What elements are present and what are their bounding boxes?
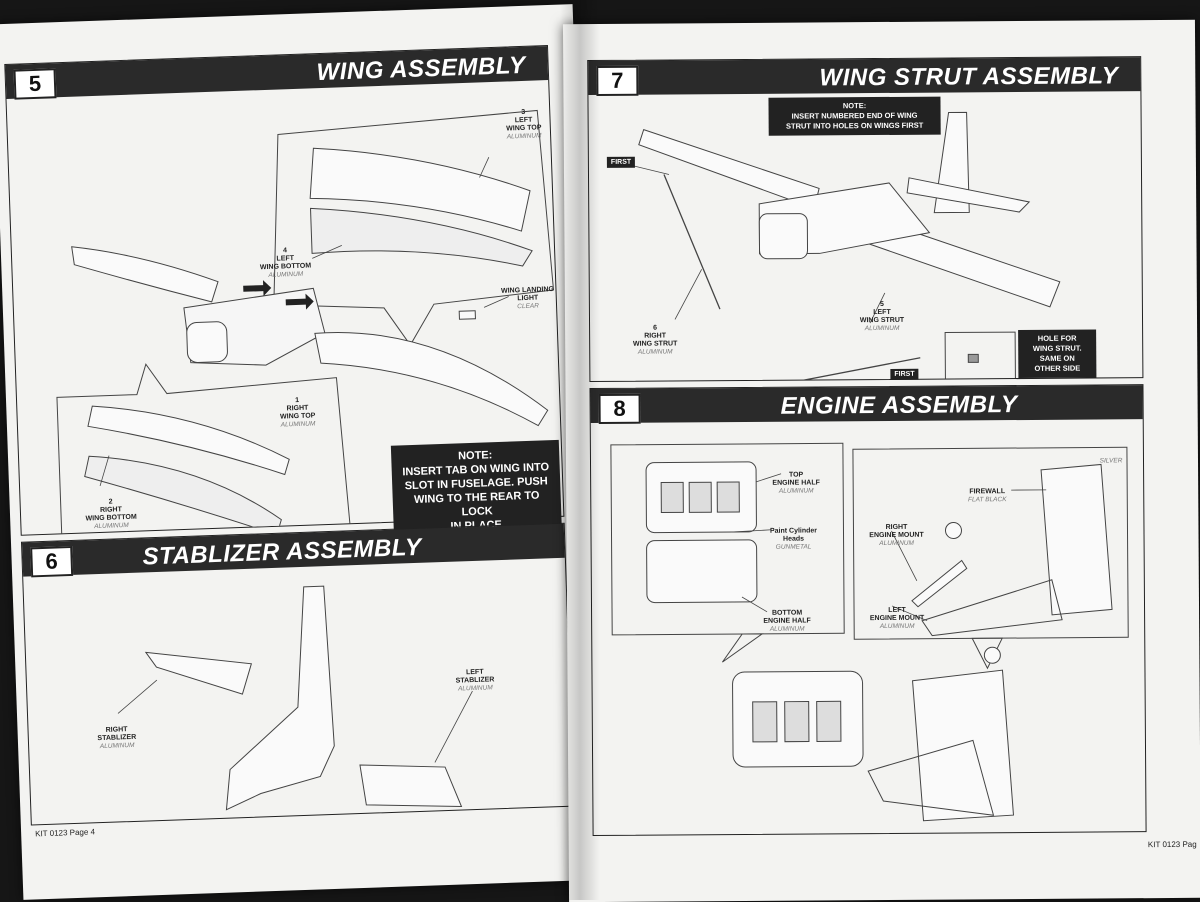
label-name: 6 RIGHT WING STRUT — [633, 325, 677, 348]
step-number: 5 — [13, 68, 56, 99]
label-name: 2 RIGHT WING BOTTOM — [85, 499, 136, 523]
section-stablizer-assembly: 6 STABLIZER ASSEMBLY RIGHT STAB — [21, 523, 575, 826]
label-material: ALUMINUM — [251, 270, 321, 280]
label-material: ALUMINUM — [862, 623, 932, 631]
label-name: RIGHT STABLIZER — [97, 726, 136, 742]
label-right-stablizer: RIGHT STABLIZER ALUMINUM — [86, 717, 147, 759]
label-name: 4 LEFT WING BOTTOM — [260, 247, 311, 271]
label-material: ALUMINUM — [445, 684, 505, 694]
page-footer: KIT 0123 Page 4 — [35, 827, 95, 838]
hole-note: HOLE FOR WING STRUT. SAME ON OTHER SIDE — [1018, 330, 1096, 379]
step-number: 7 — [596, 66, 638, 96]
note-insert-strut: NOTE: INSERT NUMBERED END OF WING STRUT … — [768, 97, 940, 136]
label-material: SILVER — [1091, 457, 1131, 465]
label-name: 5 LEFT WING STRUT — [860, 301, 904, 324]
wing-assembly-illustration: 3 LEFT WING TOP ALUMINUM 4 LEFT WING BOT… — [7, 80, 564, 535]
label-name: FIREWALL — [969, 488, 1005, 495]
section-wing-strut-assembly: 7 WING STRUT ASSEMBLY — [587, 56, 1143, 382]
label-silver: SILVER — [1091, 449, 1131, 473]
label-top-engine-half: TOP ENGINE HALF ALUMINUM — [766, 463, 826, 503]
page-footer: KIT 0123 Pag — [1148, 840, 1197, 849]
label-paint-cylinder-heads: Paint Cylinder Heads GUNMETAL — [761, 519, 825, 559]
right-page: 7 WING STRUT ASSEMBLY — [563, 20, 1200, 902]
label-material: ALUMINUM — [766, 487, 826, 495]
section-wing-assembly: 5 WING ASSEMBLY — [4, 45, 564, 536]
label-name: TOP ENGINE HALF — [772, 472, 820, 487]
label-name: WING LANDING LIGHT — [501, 286, 554, 302]
label-material: GUNMETAL — [762, 543, 826, 551]
label-left-wing-strut: 5 LEFT WING STRUT ALUMINUM — [852, 293, 912, 341]
label-right-wing-strut: 6 RIGHT WING STRUT ALUMINUM — [620, 316, 690, 364]
label-name: RIGHT ENGINE MOUNT — [869, 524, 924, 539]
label-name: Paint Cylinder Heads — [770, 527, 817, 542]
label-right-wing-top: 1 RIGHT WING TOP ALUMINUM — [267, 388, 329, 438]
label-wing-landing-light: WING LANDING LIGHT CLEAR — [497, 278, 558, 320]
left-page: 5 WING ASSEMBLY — [0, 4, 603, 900]
label-name: 3 LEFT WING TOP — [506, 109, 541, 133]
label-material: ALUMINUM — [852, 325, 912, 333]
step-number: 6 — [30, 546, 73, 577]
section-engine-assembly: 8 ENGINE ASSEMBLY — [589, 384, 1146, 836]
step-number: 8 — [599, 394, 641, 424]
label-right-wing-bottom: 2 RIGHT WING BOTTOM ALUMINUM — [75, 489, 147, 539]
label-material: ALUMINUM — [620, 348, 690, 356]
section-header: 8 ENGINE ASSEMBLY — [590, 385, 1142, 423]
section-title: ENGINE ASSEMBLY — [781, 391, 1018, 421]
label-name: 1 RIGHT WING TOP — [280, 397, 315, 421]
label-name: LEFT ENGINE MOUNT — [870, 607, 925, 622]
label-name: LEFT STABLIZER — [456, 669, 495, 685]
label-material: ALUMINUM — [862, 540, 932, 548]
label-material: ALUMINUM — [754, 625, 820, 633]
label-bottom-engine-half: BOTTOM ENGINE HALF ALUMINUM — [754, 601, 820, 641]
section-title: WING STRUT ASSEMBLY — [819, 62, 1118, 92]
label-left-engine-mount: LEFT ENGINE MOUNT ALUMINUM — [862, 599, 932, 639]
label-left-stablizer: LEFT STABLIZER ALUMINUM — [444, 660, 505, 702]
label-name: BOTTOM ENGINE HALF — [763, 610, 811, 625]
label-left-wing-top: 3 LEFT WING TOP ALUMINUM — [493, 100, 555, 150]
label-material: CLEAR — [498, 302, 558, 312]
first-tag-bottom: FIRST — [890, 369, 918, 380]
label-material: FLAT BLACK — [959, 496, 1015, 504]
first-tag: FIRST — [607, 157, 635, 168]
stablizer-illustration: RIGHT STABLIZER ALUMINUM LEFT STABLIZER … — [23, 558, 573, 825]
wing-strut-illustration: NOTE: INSERT NUMBERED END OF WING STRUT … — [588, 91, 1142, 381]
label-left-wing-bottom: 4 LEFT WING BOTTOM ALUMINUM — [250, 238, 322, 288]
label-material: ALUMINUM — [76, 521, 146, 531]
label-right-engine-mount: RIGHT ENGINE MOUNT ALUMINUM — [861, 516, 931, 556]
engine-assembly-illustration: TOP ENGINE HALF ALUMINUM Paint Cylinder … — [591, 419, 1146, 835]
label-firewall: FIREWALL FLAT BLACK — [959, 480, 1015, 512]
label-material: ALUMINUM — [87, 741, 147, 751]
label-material: ALUMINUM — [268, 420, 328, 430]
label-material: ALUMINUM — [494, 132, 554, 142]
section-header: 7 WING STRUT ASSEMBLY — [588, 57, 1140, 95]
